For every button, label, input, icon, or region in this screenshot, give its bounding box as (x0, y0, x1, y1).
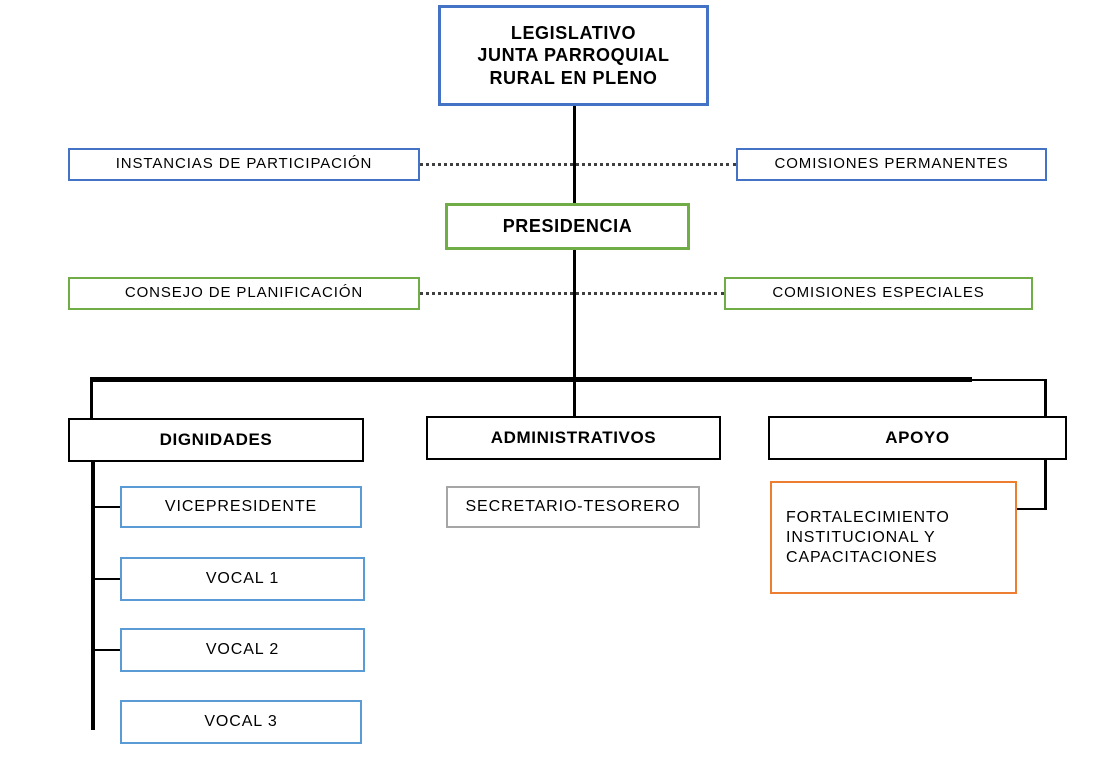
node-instancias-participacion-label: INSTANCIAS DE PARTICIPACIÓN (115, 155, 373, 173)
node-dignidades[interactable]: DIGNIDADES (68, 418, 364, 462)
connector-dotted-row1 (419, 163, 737, 166)
connector-elbow-fortalecimiento (1015, 508, 1047, 510)
node-vicepresidente[interactable]: VICEPRESIDENTE (120, 486, 362, 528)
connector-dotted-row2 (419, 292, 725, 295)
node-administrativos[interactable]: ADMINISTRATIVOS (426, 416, 721, 460)
connector-bus-horizontal-right (968, 379, 1047, 381)
connector-elbow-vocal-1 (91, 578, 122, 580)
node-presidencia-label: PRESIDENCIA (502, 216, 633, 237)
node-fortalecimiento-institucional-label: FORTALECIMIENTO INSTITUCIONAL Y CAPACITA… (786, 508, 950, 566)
node-vocal-3[interactable]: VOCAL 3 (120, 700, 362, 744)
node-secretario-tesorero-label: SECRETARIO-TESORERO (465, 498, 681, 515)
connector-bus-horizontal (90, 377, 972, 382)
node-administrativos-label: ADMINISTRATIVOS (490, 428, 657, 448)
node-legislativo[interactable]: LEGISLATIVO JUNTA PARROQUIAL RURAL EN PL… (438, 5, 709, 106)
node-comisiones-permanentes[interactable]: COMISIONES PERMANENTES (736, 148, 1047, 181)
node-instancias-participacion[interactable]: INSTANCIAS DE PARTICIPACIÓN (68, 148, 420, 181)
node-fortalecimiento-institucional[interactable]: FORTALECIMIENTO INSTITUCIONAL Y CAPACITA… (770, 481, 1017, 594)
connector-spine-dignidades (91, 462, 95, 730)
node-secretario-tesorero[interactable]: SECRETARIO-TESORERO (446, 486, 700, 528)
connector-elbow-vicepresidente (91, 506, 122, 508)
node-comisiones-especiales[interactable]: COMISIONES ESPECIALES (724, 277, 1033, 310)
node-presidencia[interactable]: PRESIDENCIA (445, 203, 690, 250)
node-vocal-2[interactable]: VOCAL 2 (120, 628, 365, 672)
node-apoyo-label: APOYO (885, 428, 950, 448)
node-vocal-1[interactable]: VOCAL 1 (120, 557, 365, 601)
node-comisiones-especiales-label: COMISIONES ESPECIALES (772, 284, 985, 302)
node-vicepresidente-label: VICEPRESIDENTE (164, 498, 318, 515)
node-vocal-1-label: VOCAL 1 (205, 570, 280, 587)
node-consejo-planificacion-label: CONSEJO DE PLANIFICACIÓN (124, 284, 364, 302)
connector-drop-administrativos (573, 377, 576, 417)
node-vocal-3-label: VOCAL 3 (204, 713, 278, 730)
node-apoyo[interactable]: APOYO (768, 416, 1067, 460)
node-consejo-planificacion[interactable]: CONSEJO DE PLANIFICACIÓN (68, 277, 420, 310)
node-vocal-2-label: VOCAL 2 (205, 641, 280, 658)
node-legislativo-label: LEGISLATIVO JUNTA PARROQUIAL RURAL EN PL… (477, 22, 670, 88)
node-comisiones-permanentes-label: COMISIONES PERMANENTES (774, 155, 1009, 173)
connector-elbow-vocal-2 (91, 649, 122, 651)
connector-drop-dignidades (90, 377, 93, 420)
node-dignidades-label: DIGNIDADES (159, 430, 273, 450)
